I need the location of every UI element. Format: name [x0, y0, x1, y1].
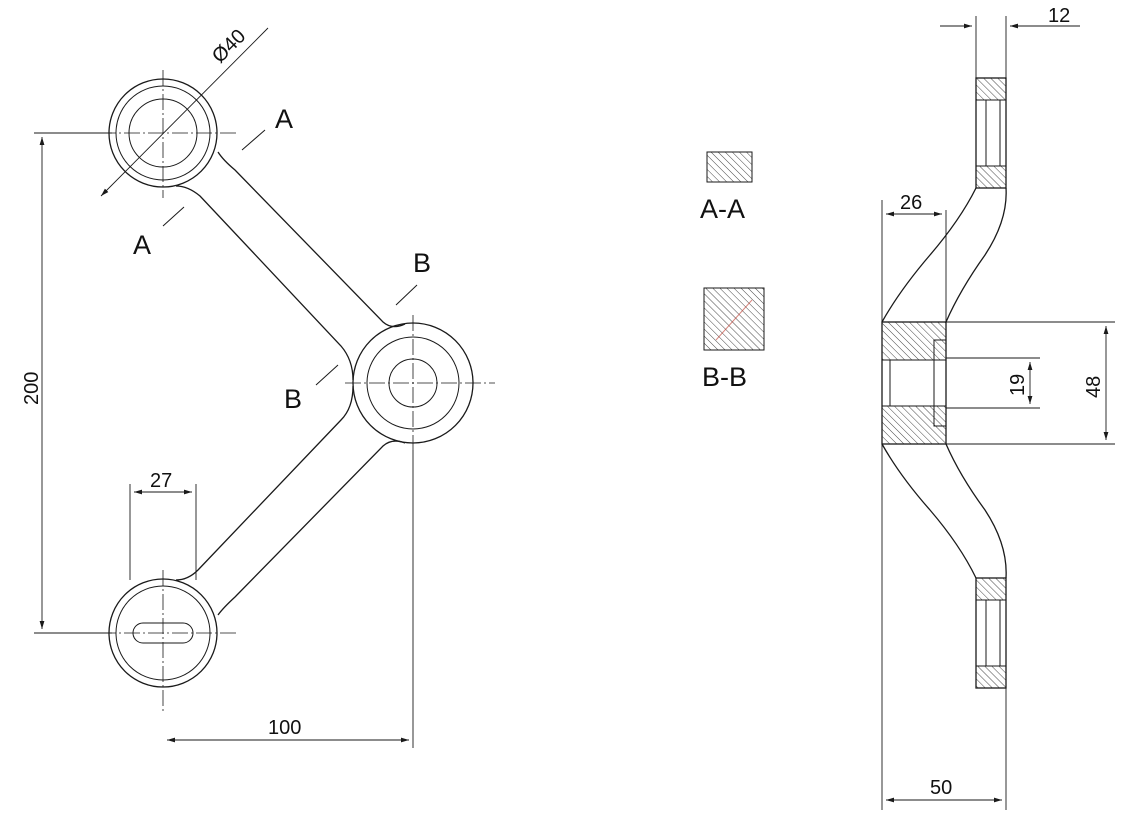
lower-arm — [175, 385, 406, 616]
section-mark-a-bottom — [162, 206, 185, 227]
height-dimension-text: 200 — [21, 372, 43, 405]
right-hub-ring — [366, 336, 460, 430]
side-hub-bore — [889, 359, 935, 407]
top-pad-hatch-bottom — [975, 165, 1007, 189]
top-pad-hatch-top — [975, 77, 1007, 101]
pad-dimension-text: 12 — [1048, 5, 1070, 27]
bore-dimension-text: 19 — [1007, 374, 1029, 396]
side-hub-step — [933, 339, 947, 427]
depth-dimension-text: 50 — [930, 777, 952, 799]
width-dimension-text: 100 — [268, 717, 301, 739]
section-label-b-bottom: B — [284, 384, 302, 414]
side-lower-arm — [881, 443, 1007, 579]
upper-arm — [175, 151, 406, 381]
bottom-pad-hatch-bottom — [975, 665, 1007, 689]
sections: A-A B-B — [700, 151, 765, 392]
side-hub-hatch-top — [881, 321, 947, 361]
section-aa-swatch — [706, 151, 753, 183]
side-upper-arm — [881, 187, 1007, 323]
front-view: A A B B Ø40 200 100 27 — [21, 25, 495, 748]
side-view: 12 26 19 48 50 — [881, 5, 1115, 810]
bottom-pad-inner — [985, 599, 1001, 667]
hub-dimension-text: 48 — [1083, 376, 1105, 398]
section-label-a-top: A — [275, 104, 293, 134]
section-label-b-top: B — [413, 248, 431, 278]
slot-dimension-text: 27 — [150, 470, 172, 492]
section-label-a-bottom: A — [133, 230, 151, 260]
side-hub-hatch-bottom — [881, 405, 947, 445]
section-bb-accent — [715, 299, 753, 341]
section-aa-title: A-A — [700, 194, 745, 224]
section-bb-swatch — [703, 287, 765, 351]
section-mark-a-top — [241, 129, 266, 151]
arm-dimension-text: 26 — [900, 192, 922, 214]
diameter-dimension-line — [100, 27, 269, 197]
section-mark-b-bottom — [315, 364, 339, 386]
section-mark-b-top — [395, 284, 418, 306]
diameter-dimension-text: Ø40 — [208, 25, 250, 67]
bottom-pad-hatch-top — [975, 577, 1007, 601]
section-bb-title: B-B — [702, 362, 747, 392]
top-pad-inner — [985, 99, 1001, 167]
